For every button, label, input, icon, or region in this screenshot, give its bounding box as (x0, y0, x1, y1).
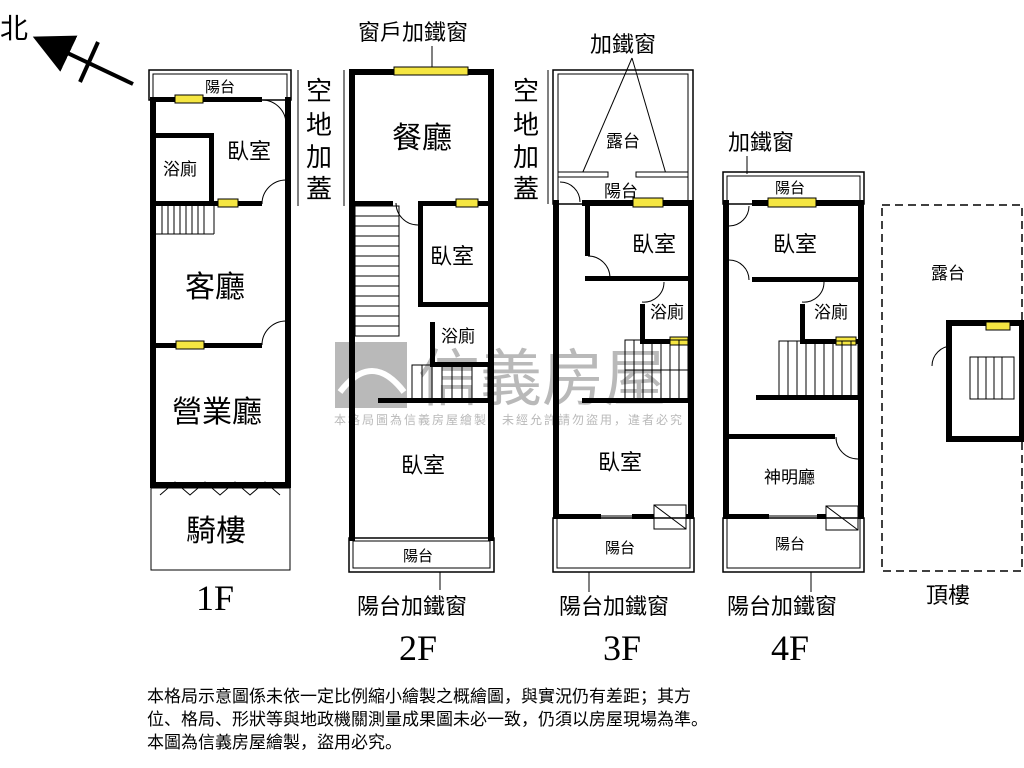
3f-bathroom-label: 浴廁 (650, 302, 684, 323)
svg-text:空: 空 (306, 77, 332, 107)
3f-side-note: 空 地 加 蓋 (513, 77, 539, 205)
1f-balcony-label: 陽台 (205, 78, 235, 96)
svg-text:地: 地 (306, 111, 332, 141)
3f-floor-label: 3F (603, 628, 641, 668)
roof-floor-label: 頂樓 (926, 584, 970, 609)
north-arrow-icon (32, 35, 134, 86)
stairs-icon (354, 205, 400, 337)
4f-bottom-note: 陽台加鐵窗 (727, 595, 837, 620)
window-icon (174, 94, 204, 104)
disclaimer-line: 本圖為信義房屋繪製，盜用必究。 (147, 733, 402, 753)
3f-balcony-label: 陽台 (605, 539, 635, 557)
floor-3f: 加鐵窗 空 地 加 蓋 露台 陽台 臥室 浴廁 (513, 33, 695, 668)
2f-balcony-label: 陽台 (403, 547, 433, 565)
4f-shrine-label: 神明廳 (764, 468, 815, 488)
stairs-icon (969, 356, 1015, 400)
3f-bedroom-top-label: 臥室 (632, 233, 676, 258)
svg-text:地: 地 (513, 111, 539, 141)
svg-text:蓋: 蓋 (306, 175, 332, 205)
svg-text:蓋: 蓋 (513, 175, 539, 205)
watermark-logo-icon (335, 342, 407, 408)
window-icon (455, 198, 479, 208)
3f-top-balcony-label: 陽台 (604, 182, 638, 202)
4f-top-balcony-label: 陽台 (775, 179, 805, 197)
2f-bathroom-label: 浴廁 (441, 326, 475, 347)
north-compass: 北 (0, 12, 134, 86)
1f-arcade-label: 騎樓 (186, 514, 246, 549)
1f-floor-label: 1F (196, 578, 234, 618)
window-icon (767, 197, 817, 208)
3f-bedroom-label: 臥室 (598, 451, 642, 476)
floor-1f: 陽台 浴廁 臥室 客廳 營業廳 騎樓 1F (148, 69, 292, 618)
north-label: 北 (0, 12, 28, 45)
svg-text:加: 加 (306, 143, 332, 173)
stairs-icon (778, 340, 859, 397)
window-icon (393, 66, 469, 76)
4f-bedroom-top-label: 臥室 (773, 233, 817, 258)
4f-balcony-label: 陽台 (775, 535, 805, 553)
2f-floor-label: 2F (399, 628, 437, 668)
2f-dining-label: 餐廳 (392, 121, 452, 156)
1f-bedroom-label: 臥室 (227, 140, 271, 165)
disclaimer-line: 本格局示意圖係未依一定比例縮小繪製之概繪圖，與實況仍有差距；其方 (147, 687, 691, 707)
2f-bedroom-label: 臥室 (401, 454, 445, 479)
4f-top-note: 加鐵窗 (728, 131, 794, 156)
window-icon (632, 197, 664, 208)
watermark: 信義房屋 本格局圖為信義房屋繪製，未經允許請勿盜用，違者必究 (334, 342, 684, 427)
2f-top-note: 窗戶加鐵窗 (358, 21, 468, 46)
1f-business-hall-label: 營業廳 (172, 395, 262, 430)
3f-bottom-note: 陽台加鐵窗 (559, 595, 669, 620)
watermark-brand: 信義房屋 (418, 342, 666, 415)
window-icon (985, 321, 1011, 331)
2f-small-bedroom-label: 臥室 (430, 245, 474, 270)
stairs-icon (411, 364, 489, 400)
2f-side-note: 空 地 加 蓋 (306, 77, 332, 205)
floor-4f: 加鐵窗 陽台 臥室 浴廁 神明廳 (722, 131, 865, 668)
roof-terrace-label: 露台 (931, 264, 965, 284)
2f-bottom-note: 陽台加鐵窗 (357, 595, 467, 620)
4f-floor-label: 4F (771, 628, 809, 668)
window-icon (217, 198, 239, 208)
floor-roof: 露台 頂樓 (881, 204, 1024, 609)
svg-text:加: 加 (513, 143, 539, 173)
watermark-notice: 本格局圖為信義房屋繪製，未經允許請勿盜用，違者必究 (334, 412, 684, 427)
svg-text:空: 空 (513, 77, 539, 107)
stairs-icon (156, 206, 215, 235)
1f-bathroom-label: 浴廁 (163, 159, 197, 180)
3f-top-note: 加鐵窗 (590, 33, 656, 58)
1f-living-room-label: 客廳 (185, 270, 245, 305)
window-icon (175, 340, 205, 350)
floor-2f: 窗戶加鐵窗 空 地 加 蓋 餐廳 臥室 (297, 21, 495, 668)
4f-bathroom-label: 浴廁 (814, 302, 848, 323)
3f-terrace-label: 露台 (606, 132, 640, 152)
disclaimer-line: 位、格局、形狀等與地政機關測量成果圖未必一致，仍須以房屋現場為準。 (147, 710, 708, 730)
disclaimer: 本格局示意圖係未依一定比例縮小繪製之概繪圖，與實況仍有差距；其方 位、格局、形狀… (147, 686, 708, 755)
